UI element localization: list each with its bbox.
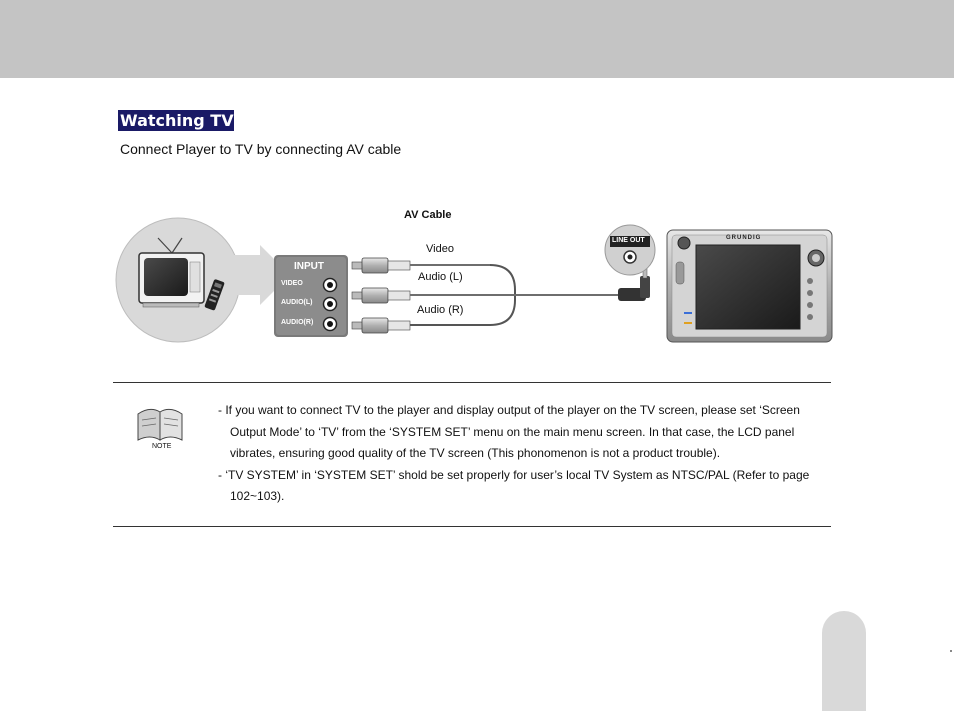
line-out-port (604, 224, 656, 276)
video-label: Video (426, 243, 454, 255)
note-label: NOTE (152, 443, 172, 450)
note-item: - ‘TV SYSTEM’ in ‘SYSTEM SET’ shold be s… (218, 467, 810, 504)
mini-jack-plug (618, 265, 650, 301)
note-top-rule (113, 382, 831, 383)
audio-right-label: Audio (R) (417, 304, 464, 316)
remote-control-icon (204, 279, 225, 311)
av-cable-label: AV Cable (404, 209, 452, 221)
line-out-label: LINE OUT (612, 237, 645, 244)
tv-icon (115, 217, 241, 343)
input-audio-right-label: AUDIO(R) (281, 319, 314, 326)
audio-left-label: Audio (L) (418, 271, 463, 283)
note-book-icon (137, 408, 183, 441)
rca-plugs (351, 257, 411, 334)
note-bottom-rule (113, 526, 831, 527)
instruction-text: Connect Player to TV by connecting AV ca… (120, 141, 402, 157)
section-title: Watching TV (118, 110, 234, 131)
tv-input-panel (274, 255, 348, 337)
page-tab (822, 611, 866, 711)
av-cable (410, 264, 620, 326)
input-video-label: VIDEO (281, 280, 303, 287)
header-band (0, 0, 954, 78)
device-brand-label: GRUNDIG (726, 235, 762, 241)
input-panel-title: INPUT (294, 261, 324, 272)
margin-mark (950, 650, 952, 652)
input-audio-left-label: AUDIO(L) (281, 299, 313, 306)
media-player-device (666, 229, 833, 343)
note-item: - If you want to connect TV to the playe… (218, 403, 800, 460)
note-text: - If you want to connect TV to the playe… (218, 400, 830, 508)
